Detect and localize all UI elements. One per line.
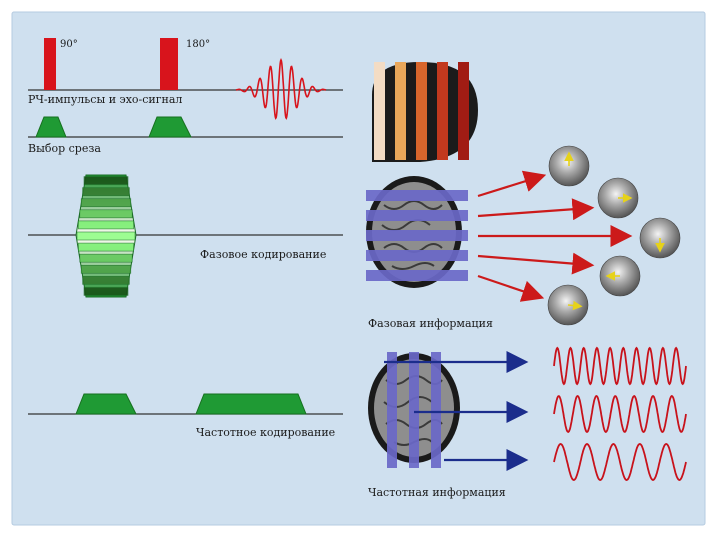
echo-signal (235, 58, 327, 120)
slice-stripes (374, 62, 469, 160)
phase-gradient-step (82, 276, 130, 285)
frequency-encoding-label: Частотное кодирование (196, 426, 335, 439)
frequency-brain-illustration (368, 352, 460, 468)
phase-band (366, 250, 468, 261)
spin-spheres (547, 145, 681, 326)
pulse-180-label: 180° (186, 39, 210, 50)
phase-info-label: Фазовая информация (368, 317, 493, 330)
rf-signal-label: РЧ-импульсы и эхо-сигнал (28, 93, 182, 106)
frequency-band (409, 352, 419, 468)
pulse-90-label: 90° (60, 39, 78, 50)
phase-arrows (477, 170, 633, 302)
slice-stripe (395, 62, 406, 160)
phase-gradient-step (83, 287, 129, 296)
background-panel (11, 11, 706, 526)
frequency-waves (553, 346, 687, 481)
slice-stripe (458, 62, 469, 160)
slice-gradient-1 (35, 116, 67, 138)
phase-gradient-step (82, 187, 130, 196)
pulse-180-bar (160, 38, 178, 90)
phase-encoding-bands (366, 190, 468, 281)
rf-pulse-row: 90° 180° РЧ-импульсы и эхо-сигнал (28, 38, 343, 120)
spin-vector (567, 300, 583, 311)
phase-arrow (477, 198, 595, 221)
phase-band (366, 190, 468, 201)
slice-select-row: Выбор среза (28, 116, 343, 155)
frequency-wave-high (553, 346, 687, 386)
slice-select-label: Выбор среза (28, 142, 101, 155)
slice-stack-illustration (372, 62, 478, 162)
phase-arrow (477, 252, 595, 275)
frequency-encoding-row: Частотное кодирование (28, 393, 343, 439)
slice-gradient-2 (148, 116, 192, 138)
frequency-band (387, 352, 397, 468)
frequency-band (431, 352, 441, 468)
phase-gradient-step (76, 231, 136, 241)
frequency-gradient-2 (195, 393, 307, 415)
phase-band (366, 230, 468, 241)
phase-gradient-step (79, 253, 133, 263)
slice-stripe (437, 62, 448, 160)
frequency-arrows (384, 351, 529, 471)
phase-gradient-step (78, 220, 134, 230)
frequency-info-label: Частотная информация (368, 486, 506, 499)
frequency-encoding-bands (387, 352, 441, 468)
phase-band (366, 210, 468, 221)
phase-arrow (477, 170, 547, 198)
frequency-gradient-1 (75, 393, 137, 415)
frequency-wave-medium (553, 394, 687, 434)
phase-band (366, 270, 468, 281)
slice-stripe (374, 62, 385, 160)
phase-gradient-step (79, 209, 133, 219)
phase-gradient-step (80, 264, 132, 274)
phase-encoding-row: Фазовое кодирование (28, 174, 343, 298)
phase-encoding-label: Фазовое кодирование (200, 248, 326, 261)
phase-gradient-step (83, 176, 129, 185)
phase-arrow (477, 274, 545, 302)
slice-stripe (416, 62, 427, 160)
pulse-90-bar (44, 38, 56, 90)
phase-brain-illustration (366, 176, 468, 288)
phase-gradient-step (80, 198, 132, 208)
frequency-wave-low (553, 443, 687, 481)
phase-gradient-step (78, 242, 134, 252)
phase-gradient-steps (76, 176, 136, 296)
